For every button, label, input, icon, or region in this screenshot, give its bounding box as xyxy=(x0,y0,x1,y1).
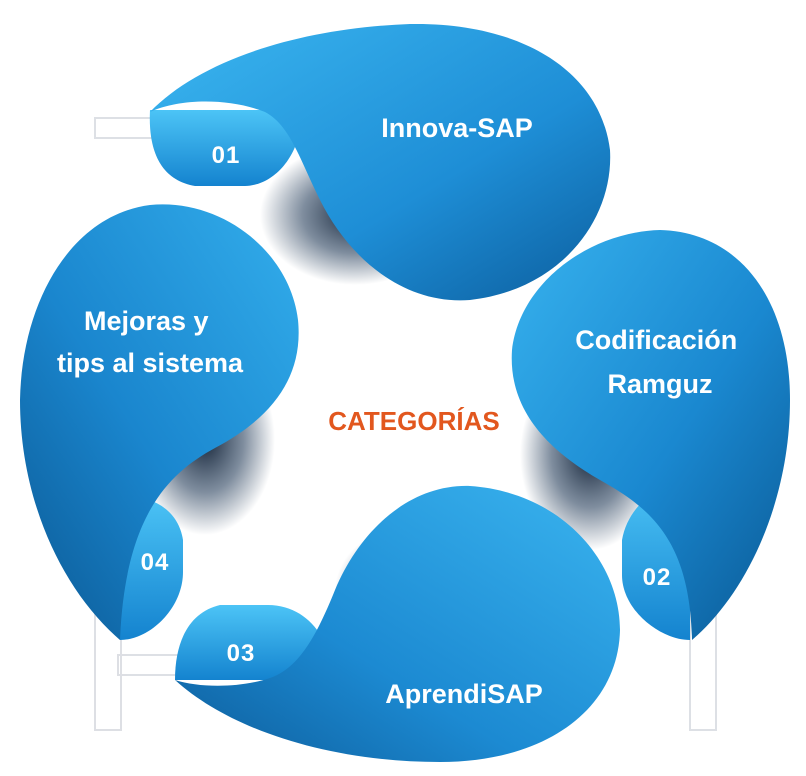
petal-left xyxy=(20,204,299,640)
category-label-mejoras-tips: Mejoras y tips al sistema xyxy=(57,306,244,378)
category-label-line: Ramguz xyxy=(607,369,712,399)
petal-bottom xyxy=(175,485,620,762)
petals xyxy=(20,23,790,762)
category-label-line: Codificación xyxy=(575,325,737,355)
category-label-line: Mejoras y xyxy=(84,306,209,336)
petal-right xyxy=(511,230,790,640)
tab-01 xyxy=(149,110,301,186)
category-number-03: 03 xyxy=(227,640,256,667)
center-title: CATEGORÍAS xyxy=(328,406,499,436)
category-number-01: 01 xyxy=(212,142,241,169)
category-number-04: 04 xyxy=(141,549,170,576)
category-number-02: 02 xyxy=(643,564,672,591)
category-label-innova-sap: Innova-SAP xyxy=(381,113,533,143)
petal-top xyxy=(150,23,611,301)
tab-03 xyxy=(175,605,331,680)
category-label-aprendisap: AprendiSAP xyxy=(385,679,543,709)
category-label-codificacion-ramguz: Codificación Ramguz xyxy=(575,325,745,399)
category-label-line: tips al sistema xyxy=(57,348,244,378)
